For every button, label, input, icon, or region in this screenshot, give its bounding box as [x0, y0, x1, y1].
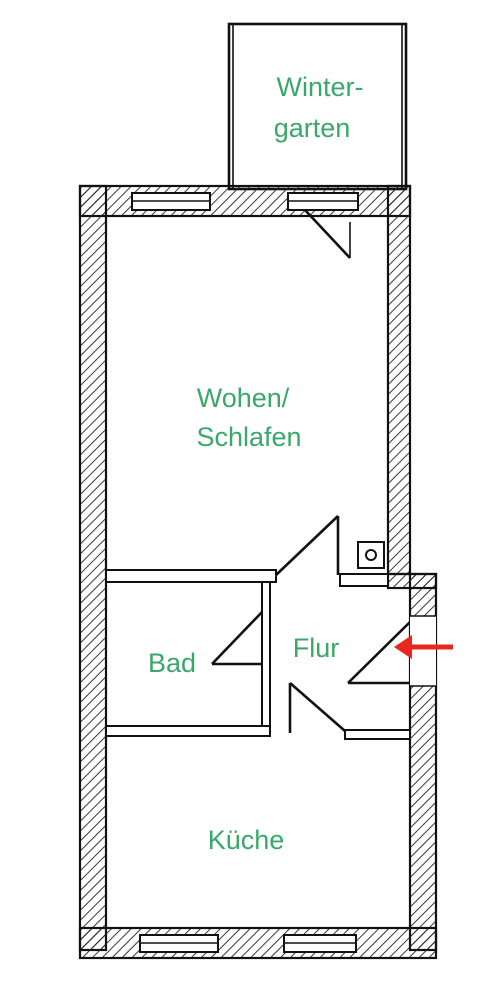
bad-door	[211, 611, 268, 668]
entrance-arrow-icon	[394, 635, 453, 659]
wintergarten-room: Winter- garten	[227, 22, 408, 191]
bottom-windows	[139, 934, 357, 953]
top-windows	[131, 192, 359, 211]
kueche-label: Küche	[208, 825, 285, 855]
wohnen-label-line1: Wohen/	[197, 383, 290, 413]
kueche-door	[288, 682, 346, 733]
flur-label: Flur	[293, 633, 340, 663]
chimney-icon	[357, 541, 385, 569]
wohnen-door	[275, 515, 340, 576]
wohnen-label-line2: Schlafen	[196, 422, 301, 452]
bad-label: Bad	[148, 648, 196, 678]
wintergarten-door	[304, 209, 351, 259]
wintergarten-label-line1: Winter-	[277, 72, 364, 102]
wintergarten-label-line2: garten	[274, 113, 351, 143]
entrance-door	[347, 615, 436, 687]
